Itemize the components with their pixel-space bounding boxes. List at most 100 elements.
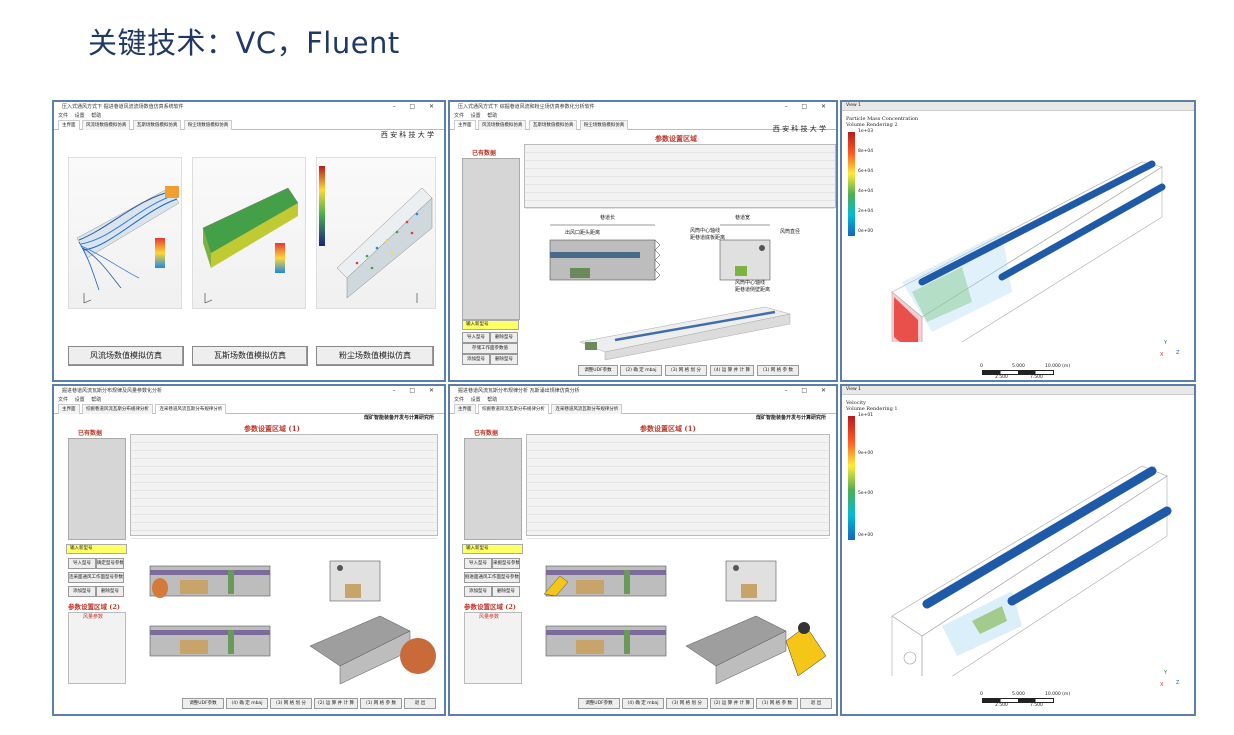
confirm-button[interactable]: (4) 确 定 mbaj [226, 698, 268, 709]
org-name: 煤矿智能装备开发与计算研究所 [755, 415, 826, 421]
tab-airflow[interactable]: 风流场数值模拟仿真 [477, 120, 527, 130]
tab-main[interactable]: 主界面 [454, 404, 476, 414]
tab-fully-mech[interactable]: 综掘巷道风流瓦斯分布规律分析 [81, 404, 153, 414]
mining-model-button[interactable]: 采掘型号参数 [492, 558, 520, 569]
menu-file[interactable]: 文件 [58, 397, 69, 403]
window-controls[interactable]: – □ ✕ [392, 387, 440, 394]
axis-z: Z [1176, 350, 1180, 356]
param-table [130, 434, 438, 539]
udf-params-button[interactable]: 调整UDF参数 [578, 698, 620, 709]
panel-software-main: 压入式通风方式下 掘进巷道风流流场数值仿真系统软件 – □ ✕ 文件 设置 帮助… [52, 100, 446, 382]
tab-main[interactable]: 主界面 [58, 120, 80, 130]
scale-label: 7.500 [1030, 703, 1043, 708]
window-controls[interactable]: – □ ✕ [784, 387, 832, 394]
existing-data-list[interactable] [462, 158, 520, 320]
udf-params-button[interactable]: 调整UDF参数 [578, 365, 618, 376]
tab-gas[interactable]: 瓦斯场数值模拟仿真 [132, 120, 182, 130]
save-params-button[interactable]: 存储工作面参数值 [462, 343, 518, 354]
menu-help[interactable]: 帮助 [91, 113, 102, 119]
tab-airflow[interactable]: 风流场数值模拟仿真 [81, 120, 131, 130]
run-button[interactable]: (2) 运 算 并 计 算 [710, 698, 754, 709]
existing-data-list[interactable] [464, 438, 522, 540]
tab-main[interactable]: 主界面 [454, 120, 476, 130]
new-model-input[interactable]: 输入新型号 [462, 544, 523, 554]
mesh-params-button[interactable]: (1) 网 格 参 数 [360, 698, 402, 709]
view-topbar[interactable]: View 1 [842, 386, 1194, 395]
scale-bar [982, 370, 1054, 375]
wind-params-label: 风量参数 [479, 614, 500, 620]
cb-label: 5e+00 [858, 491, 874, 496]
menu-settings[interactable]: 设置 [470, 113, 481, 119]
workface-params-button[interactable]: 掘进面通风工作面型号参数 [464, 572, 520, 583]
tab-main[interactable]: 主界面 [58, 404, 80, 414]
new-model-input[interactable]: 输入新型号 [66, 544, 127, 554]
menu-bar: 文件 设置 帮助 [54, 112, 444, 120]
add-model-button[interactable]: 添加型号 [462, 354, 490, 365]
delete-model-button[interactable]: 删除型号 [490, 332, 518, 343]
udf-params-button[interactable]: 调整UDF参数 [182, 698, 224, 709]
menu-file[interactable]: 文件 [454, 113, 465, 119]
scale-label: 5.000 [1012, 364, 1025, 369]
airflow-streamlines-graphic [76, 186, 180, 304]
label-duct-axis-2: 风筒中心轴线 [735, 280, 766, 286]
exit-button[interactable]: 退 出 [404, 698, 436, 709]
confirm-model-button[interactable]: 确定型号参数 [96, 558, 124, 569]
exit-button[interactable]: 退 出 [800, 698, 832, 709]
import-model-button[interactable]: 导入型号 [68, 558, 96, 569]
scale-label: 10.000 (m) [1045, 364, 1071, 369]
tab-continuous[interactable]: 连采巷道风流瓦斯分布规律分析 [551, 404, 623, 414]
import-model-button[interactable]: 导入型号 [462, 332, 490, 343]
add-model-button[interactable]: 添加型号 [68, 586, 96, 597]
section-title: 参数设置区域 (1) [244, 424, 300, 433]
scale-labels: 0 5.000 10.000 (m) 2.500 7.500 [980, 692, 1090, 710]
axis-y: Y [1164, 340, 1168, 346]
menu-settings[interactable]: 设置 [74, 397, 85, 403]
label-duct-diameter: 风筒直径 [780, 229, 801, 235]
tab-gas[interactable]: 瓦斯场数值模拟仿真 [528, 120, 578, 130]
mesh-button[interactable]: (3) 网 格 划 分 [665, 365, 707, 376]
remove-model-button[interactable]: 删除型号 [490, 354, 518, 365]
menu-help[interactable]: 帮助 [487, 397, 498, 403]
mesh-params-button[interactable]: (1) 网 格 参 数 [756, 698, 798, 709]
view-topbar[interactable]: View 1 [842, 102, 1194, 111]
menu-file[interactable]: 文件 [58, 113, 69, 119]
mesh-button[interactable]: (3) 网 格 划 分 [270, 698, 312, 709]
tab-fully-mech[interactable]: 综掘巷道风流瓦斯分布规律分析 [477, 404, 549, 414]
menu-settings[interactable]: 设置 [470, 397, 481, 403]
menu-help[interactable]: 帮助 [91, 397, 102, 403]
gas-field-graphic [202, 187, 299, 304]
existing-data-label: 已有数据 [474, 430, 499, 437]
confirm-button[interactable]: (4) 确 定 mbaj [622, 698, 664, 709]
workface-params-button[interactable]: 连采面通风工作面型号参数 [68, 572, 124, 583]
airflow-sim-button[interactable]: 风流场数值模拟仿真 [68, 346, 184, 366]
delete-model-button[interactable]: 删除型号 [492, 586, 520, 597]
mesh-params-button[interactable]: (1) 网 格 参 数 [757, 365, 799, 376]
delete-model-button[interactable]: 删除型号 [96, 586, 124, 597]
label-wall-distance: 距巷道侧壁距离 [735, 287, 771, 293]
menu-bar: 文件 设置 帮助 [450, 396, 836, 404]
window-controls[interactable]: – □ ✕ [392, 103, 440, 110]
tab-continuous[interactable]: 连采巷道风流瓦斯分布规律分析 [155, 404, 227, 414]
new-model-input[interactable]: 输入新型号 [462, 320, 519, 330]
tab-dust[interactable]: 粉尘场数值模拟仿真 [183, 120, 233, 130]
wind-params-table: 风量参数 [464, 612, 522, 684]
mesh-button[interactable]: (3) 网 格 划 分 [666, 698, 708, 709]
dust-sim-button[interactable]: 粉尘场数值模拟仿真 [316, 346, 434, 366]
menu-file[interactable]: 文件 [454, 397, 465, 403]
confirm-button[interactable]: (2) 确 定 mbaj [620, 365, 662, 376]
run-button[interactable]: (4) 运 算 并 计 算 [710, 365, 754, 376]
menu-help[interactable]: 帮助 [487, 113, 498, 119]
section-title-2: 参数设置区域 (2) [68, 603, 120, 611]
label-floor-distance: 距巷道底板距离 [690, 235, 726, 241]
scale-label: 5.000 [1012, 692, 1025, 697]
window-controls[interactable]: – □ ✕ [784, 103, 832, 110]
gas-sim-button[interactable]: 瓦斯场数值模拟仿真 [192, 346, 308, 366]
tab-bar: 主界面 综掘巷道风流瓦斯分布规律分析 连采巷道风流瓦斯分布规律分析 [54, 404, 444, 414]
org-name: 西 安 科 技 大 学 [380, 131, 434, 139]
add-model-button[interactable]: 添加型号 [464, 586, 492, 597]
tab-dust[interactable]: 粉尘场数值模拟仿真 [579, 120, 629, 130]
import-model-button[interactable]: 导入型号 [464, 558, 492, 569]
menu-settings[interactable]: 设置 [74, 113, 85, 119]
run-button[interactable]: (2) 运 算 并 计 算 [314, 698, 358, 709]
existing-data-list[interactable] [68, 438, 126, 540]
